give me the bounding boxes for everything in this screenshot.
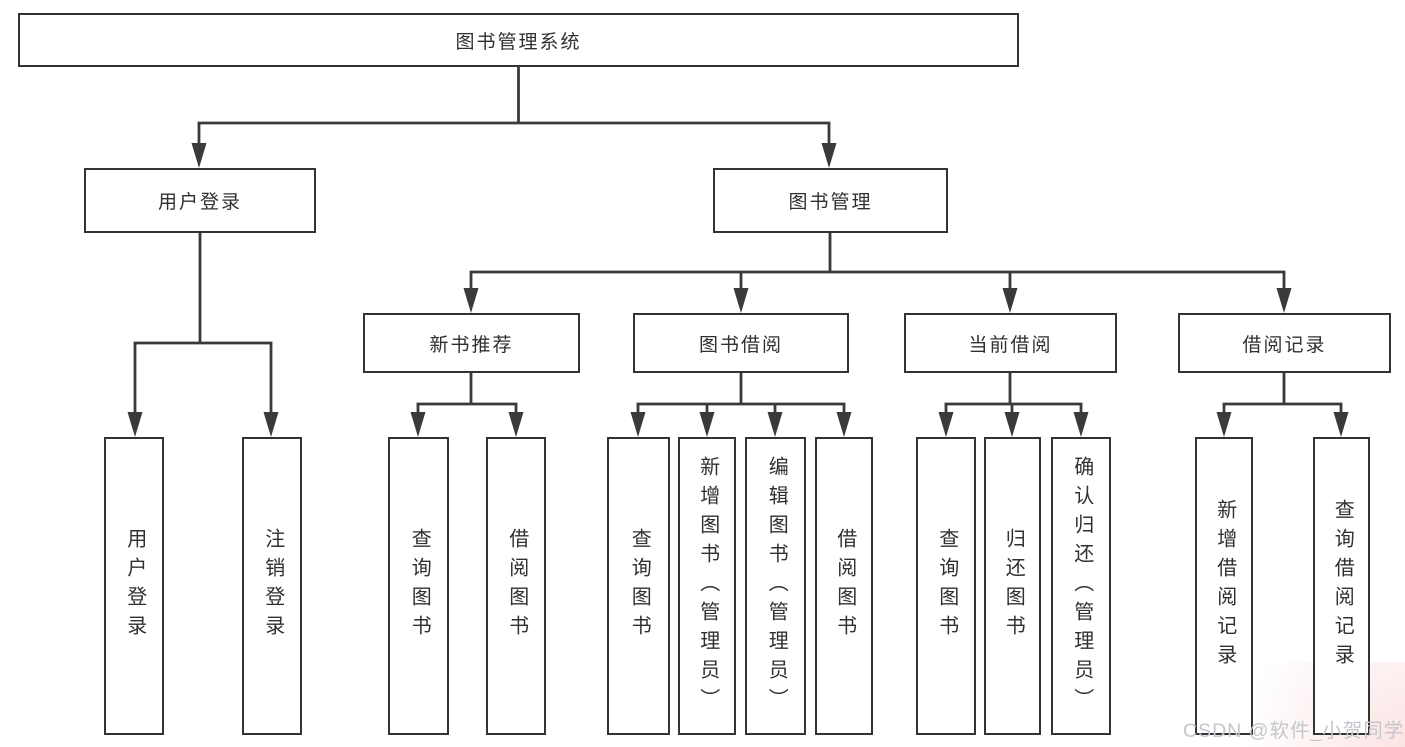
leaf-query-borrow-record: 查询借阅记录 [1313, 437, 1370, 735]
node-root: 图书管理系统 [18, 13, 1019, 67]
node-current-borrowing: 当前借阅 [904, 313, 1117, 373]
node-user-login: 用户登录 [84, 168, 316, 233]
node-label: 当前借阅 [968, 334, 1053, 356]
leaf-label: 借阅图书 [833, 528, 856, 644]
leaf-user-login: 用户登录 [104, 437, 164, 735]
node-new-book-recommend: 新书推荐 [363, 313, 580, 373]
leaf-query-books-borrow: 查询图书 [607, 437, 670, 735]
leaf-label: 新增图书（管理员） [696, 455, 719, 717]
leaf-borrow-books-recommend: 借阅图书 [486, 437, 546, 735]
leaf-label: 归还图书 [1002, 528, 1025, 644]
node-label: 借阅记录 [1242, 334, 1327, 356]
leaf-label: 新增借阅记录 [1213, 499, 1236, 673]
leaf-edit-books-admin: 编辑图书（管理员） [745, 437, 806, 735]
node-label: 图书管理 [788, 192, 873, 213]
node-book-borrowing: 图书借阅 [633, 313, 849, 373]
leaf-label: 确认归还（管理员） [1070, 455, 1093, 717]
leaf-label: 查询借阅记录 [1331, 499, 1354, 673]
leaf-label: 查询图书 [628, 528, 651, 644]
leaf-query-books-recommend: 查询图书 [388, 437, 449, 735]
node-label: 新书推荐 [429, 334, 514, 356]
leaf-label: 查询图书 [935, 528, 958, 644]
node-label: 用户登录 [157, 192, 242, 213]
leaf-label: 查询图书 [408, 528, 431, 644]
leaf-label: 注销登录 [261, 528, 284, 644]
leaf-label: 用户登录 [123, 528, 146, 644]
node-label: 图书管理系统 [455, 31, 582, 53]
node-label: 图书借阅 [698, 334, 783, 356]
node-borrow-records: 借阅记录 [1178, 313, 1391, 373]
leaf-label: 借阅图书 [505, 528, 528, 644]
csdn-watermark: CSDN @软件_小贺同学 [1183, 720, 1405, 742]
leaf-return-books: 归还图书 [984, 437, 1041, 735]
leaf-borrow-books: 借阅图书 [815, 437, 873, 735]
node-book-management: 图书管理 [713, 168, 948, 233]
leaf-logout: 注销登录 [242, 437, 302, 735]
leaf-query-books-current: 查询图书 [916, 437, 976, 735]
leaf-label: 编辑图书（管理员） [765, 455, 788, 717]
leaf-add-books-admin: 新增图书（管理员） [678, 437, 736, 735]
leaf-add-borrow-record: 新增借阅记录 [1195, 437, 1253, 735]
leaf-confirm-return-admin: 确认归还（管理员） [1051, 437, 1111, 735]
